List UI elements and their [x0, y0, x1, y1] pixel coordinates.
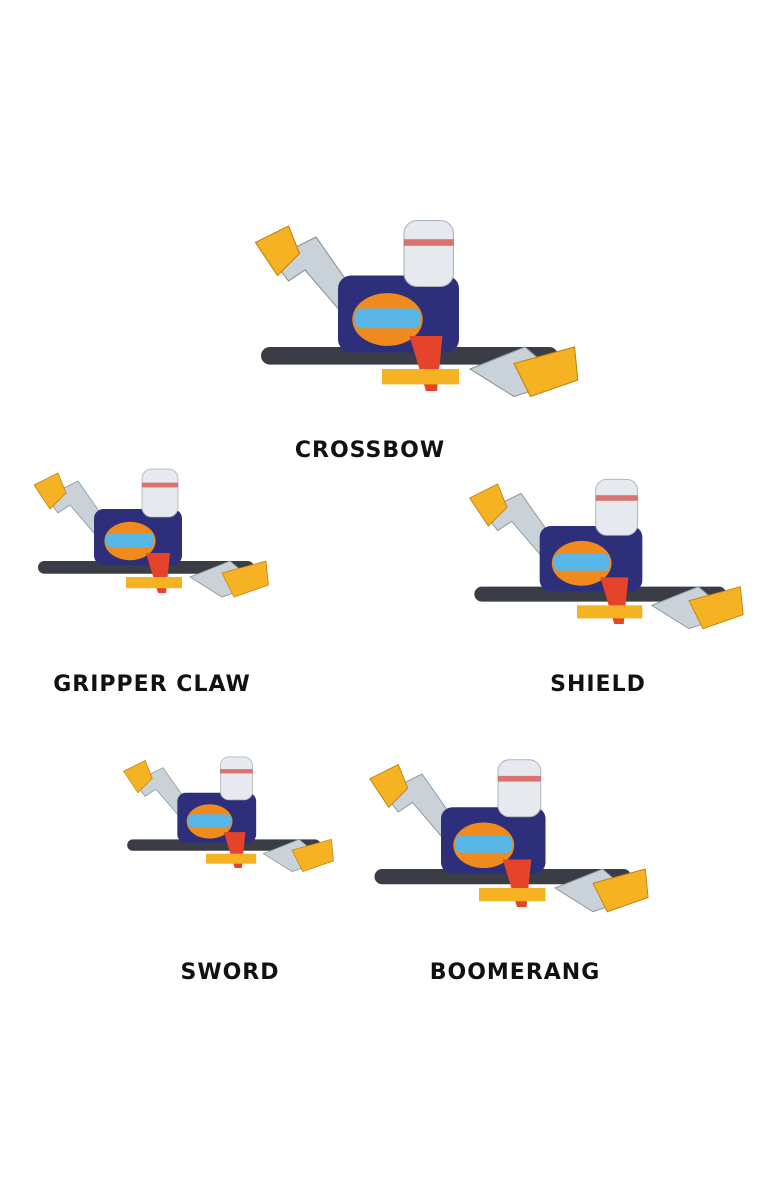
- product-image-crossbow: [200, 215, 630, 435]
- crossbow-toy-illustration: [254, 219, 579, 398]
- gripper-claw-toy-illustration: [33, 468, 269, 598]
- product-image-boomerang: [365, 740, 650, 960]
- label-sword: SWORD: [180, 960, 280, 985]
- shield-toy-illustration: [469, 478, 744, 630]
- product-image-shield: [465, 448, 745, 688]
- label-crossbow: CROSSBOW: [294, 438, 446, 463]
- label-gripper-claw: GRIPPER CLAW: [53, 672, 251, 697]
- label-boomerang: BOOMERANG: [429, 960, 601, 985]
- product-image-gripper-claw: [30, 435, 270, 655]
- sword-toy-illustration: [123, 756, 335, 873]
- product-image-sword: [120, 715, 335, 935]
- label-shield: SHIELD: [550, 672, 646, 697]
- boomerang-toy-illustration: [369, 759, 649, 913]
